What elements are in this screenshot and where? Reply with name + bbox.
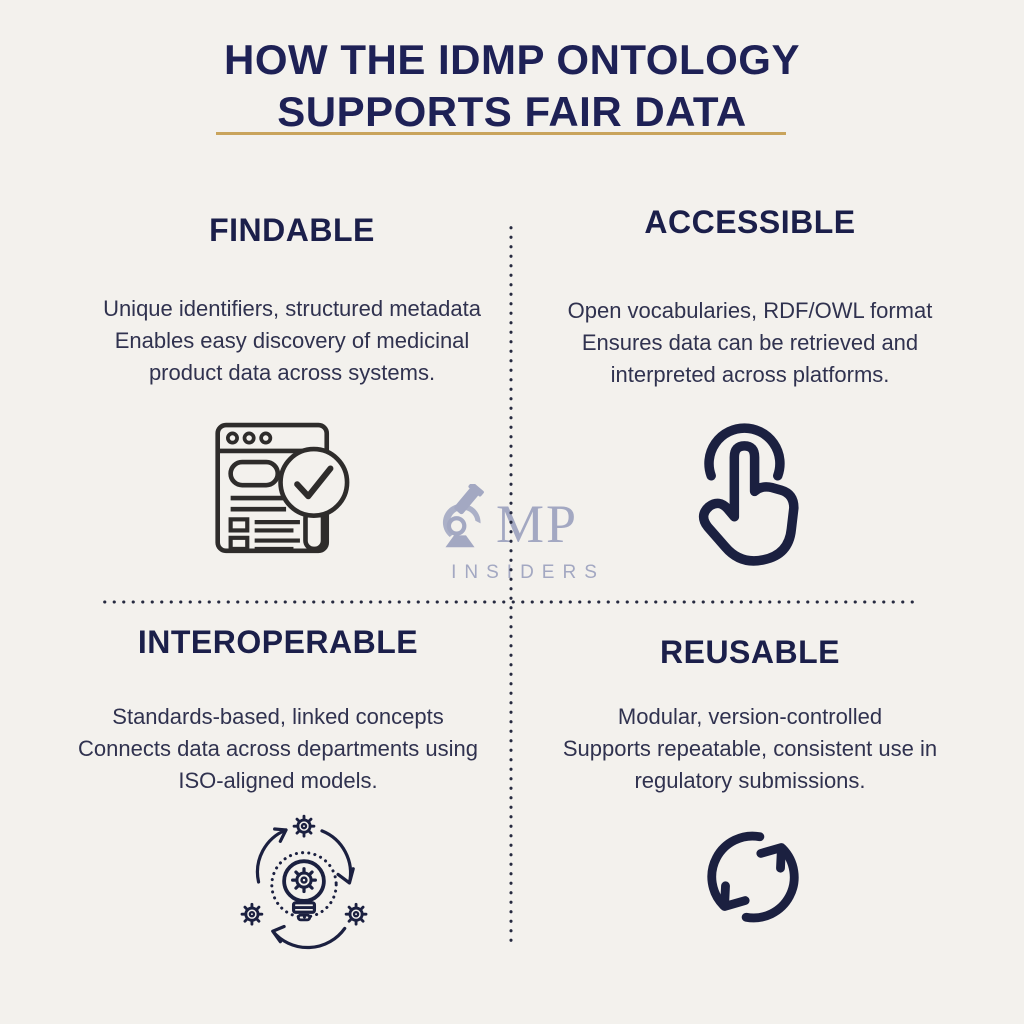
description-line: regulatory submissions.: [634, 768, 866, 793]
description-line: Connects data across departments using: [78, 736, 478, 761]
findable-heading: FINDABLE: [209, 212, 375, 248]
description-line: ISO-aligned models.: [178, 768, 378, 793]
page-title-line-2: SUPPORTS FAIR DATA: [277, 88, 747, 135]
watermark-logo: MP INSIDERS: [428, 482, 618, 584]
quadrant-interoperable: INTEROPERABLE Standards-based, linked co…: [33, 624, 523, 797]
title-underline: [216, 132, 786, 135]
interoperable-description: Standards-based, linked concepts Connect…: [33, 701, 523, 797]
page-title: HOW THE IDMP ONTOLOGY SUPPORTS FAIR DATA: [0, 34, 1024, 138]
description-line: Standards-based, linked concepts: [112, 704, 444, 729]
vertical-dotted-divider: [509, 223, 513, 945]
accessible-description: Open vocabularies, RDF/OWL format Ensure…: [520, 295, 980, 391]
reusable-description: Modular, version-controlled Supports rep…: [520, 701, 980, 797]
quadrant-reusable: REUSABLE Modular, version-controlled Sup…: [520, 634, 980, 797]
refresh-arrows-icon: [699, 823, 807, 931]
gears-cycle-lightbulb-icon: [233, 810, 375, 954]
quadrant-accessible: ACCESSIBLE Open vocabularies, RDF/OWL fo…: [520, 204, 980, 391]
description-line: product data across systems.: [148, 360, 436, 385]
description-line: Modular, version-controlled: [617, 704, 883, 729]
document-search-check-icon: [212, 414, 362, 560]
findable-description: Unique identifiers, structured metadata …: [47, 293, 537, 389]
watermark-subtext: INSIDERS: [451, 562, 605, 583]
description-line: Unique identifiers, structured metadata: [103, 296, 481, 321]
reusable-heading: REUSABLE: [659, 634, 840, 670]
description-line: Open vocabularies, RDF/OWL format: [567, 298, 933, 323]
quadrant-findable: FINDABLE Unique identifiers, structured …: [47, 212, 537, 389]
interoperable-heading: INTEROPERABLE: [137, 624, 419, 660]
description-line: Supports repeatable, consistent use in: [562, 736, 938, 761]
microscope-g-icon: [436, 482, 496, 549]
description-line: interpreted across platforms.: [610, 362, 890, 387]
accessible-heading: ACCESSIBLE: [644, 204, 856, 240]
tap-gesture-icon: [686, 418, 808, 575]
description-line: Ensures data can be retrieved and: [581, 330, 919, 355]
horizontal-dotted-divider: [100, 600, 920, 604]
description-line: Enables easy discovery of medicinal: [114, 328, 470, 353]
watermark-wordmark: MP: [428, 482, 618, 556]
page-title-line-1: HOW THE IDMP ONTOLOGY: [224, 36, 800, 83]
watermark-letters: MP: [495, 494, 579, 554]
